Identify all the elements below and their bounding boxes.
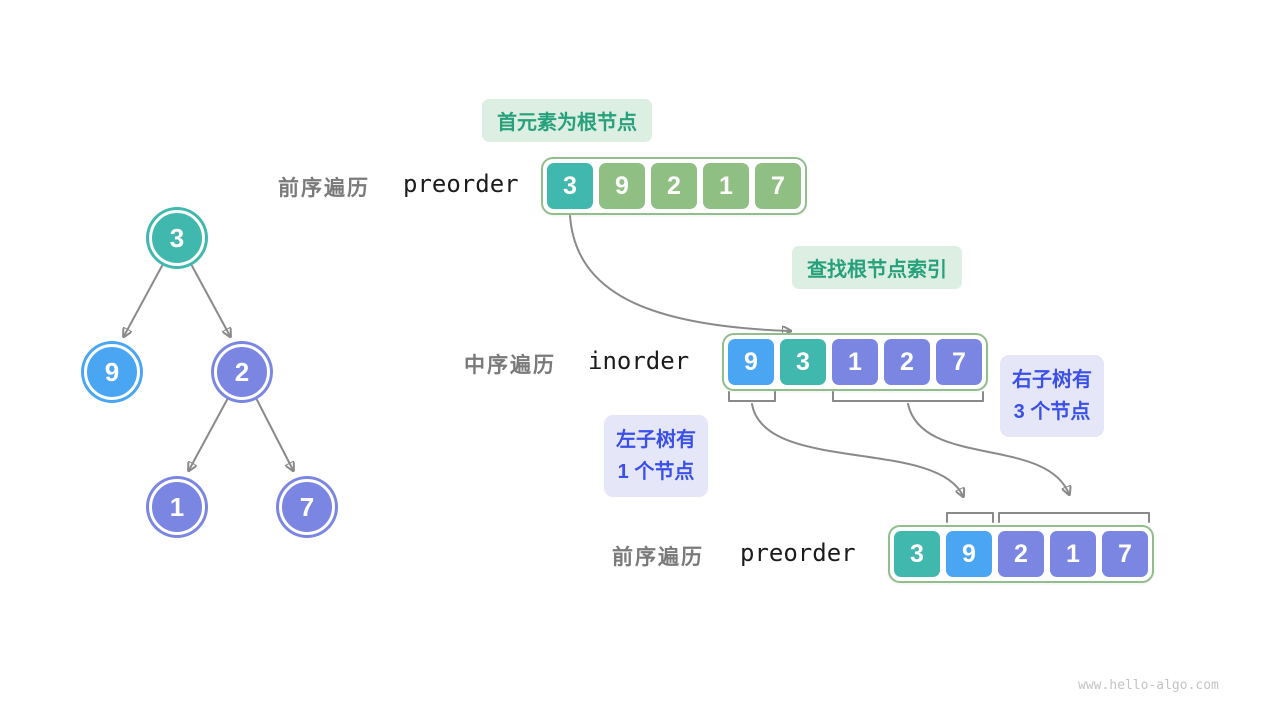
right-subtree-badge-line2: 3 个节点 <box>1013 401 1091 423</box>
tree-node-3: 3 <box>149 210 205 266</box>
tree-node-9: 9 <box>84 344 140 400</box>
inorder-right-bracket <box>832 391 984 402</box>
watermark: www.hello-algo.com <box>1078 678 1219 693</box>
array-cell: 7 <box>755 163 801 209</box>
inorder-code: inorder <box>588 347 690 375</box>
root-locate-arrow <box>569 215 790 331</box>
find-root-index-badge: 查找根节点索引 <box>792 246 962 289</box>
array-cell: 7 <box>936 339 982 385</box>
array-cell: 2 <box>884 339 930 385</box>
inorder-left-bracket <box>728 391 776 402</box>
array-cell: 9 <box>946 531 992 577</box>
tree-node-1: 1 <box>149 479 205 535</box>
inorder-label: 中序遍历 <box>464 354 556 377</box>
preorder-bottom-label: 前序遍历 <box>612 546 704 569</box>
tree-node-7: 7 <box>279 479 335 535</box>
array-cell: 1 <box>703 163 749 209</box>
left-subtree-badge: 左子树有 1 个节点 <box>604 415 708 497</box>
right-subtree-badge: 右子树有 3 个节点 <box>1000 355 1104 437</box>
array-cell: 2 <box>998 531 1044 577</box>
preorder-top-code: preorder <box>403 170 519 198</box>
array-cell: 3 <box>894 531 940 577</box>
preorder-left-bracket <box>946 512 994 523</box>
array-cell: 1 <box>1050 531 1096 577</box>
preorder-top-label: 前序遍历 <box>278 177 370 200</box>
root-element-badge: 首元素为根节点 <box>482 99 652 142</box>
tree-node-2: 2 <box>214 344 270 400</box>
array-cell: 3 <box>547 163 593 209</box>
array-cell: 1 <box>832 339 878 385</box>
left-subtree-badge-line2: 1 个节点 <box>617 461 695 483</box>
right-subtree-badge-line1: 右子树有 <box>1012 369 1092 391</box>
preorder-bottom-code: preorder <box>740 539 856 567</box>
preorder-right-bracket <box>998 512 1150 523</box>
left-subtree-arrow <box>751 403 963 496</box>
array-cell: 7 <box>1102 531 1148 577</box>
array-cell: 9 <box>599 163 645 209</box>
array-cell: 3 <box>780 339 826 385</box>
array-cell: 2 <box>651 163 697 209</box>
array-cell: 9 <box>728 339 774 385</box>
left-subtree-badge-line1: 左子树有 <box>616 429 696 451</box>
